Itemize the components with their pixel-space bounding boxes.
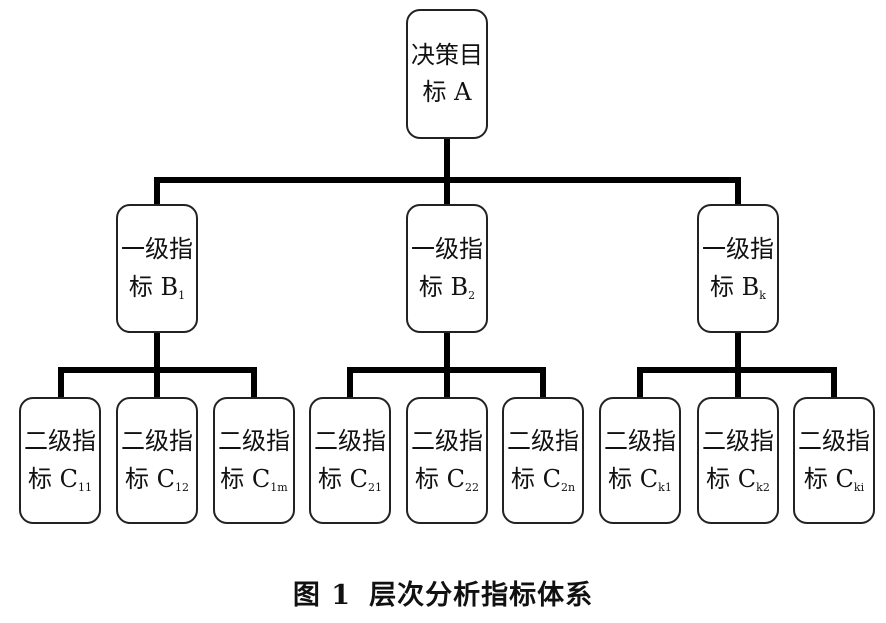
node-c1m-line2: 标 C1m [220, 461, 287, 498]
node-bk-sub: k [759, 288, 766, 302]
node-goal-a: 决策目 标 A [406, 9, 488, 139]
node-ck2: 二级指 标 Ck2 [697, 397, 779, 524]
figure-caption: 图 1 层次分析指标体系 [0, 573, 886, 612]
node-b1-line2: 标 B1 [129, 269, 185, 306]
node-cki-sub: ki [853, 480, 865, 494]
node-c22-line1: 二级指 [411, 427, 483, 456]
node-bk-main: 标 B [710, 272, 760, 301]
node-c11-main: 标 C [28, 464, 78, 493]
node-c11-sub: 11 [78, 480, 92, 494]
node-ck1-main: 标 C [608, 464, 659, 493]
node-ck2-sub: k2 [756, 480, 770, 494]
node-c2n-main: 标 C [510, 464, 561, 493]
node-c12-line2: 标 C12 [125, 461, 189, 498]
node-ck1-sub: k1 [658, 480, 672, 494]
node-c2n: 二级指 标 C2n [502, 397, 584, 524]
node-c11: 二级指 标 C11 [19, 397, 101, 524]
node-c1m-line1: 二级指 [218, 427, 290, 456]
node-ck1-line2: 标 Ck1 [608, 461, 672, 498]
node-ck2-main: 标 C [706, 464, 757, 493]
node-c11-line2: 标 C11 [28, 461, 92, 498]
node-c2n-line2: 标 C2n [511, 461, 575, 498]
node-c21-line1: 二级指 [314, 427, 386, 456]
node-c12-main: 标 C [125, 464, 175, 493]
node-bk-line1: 一级指 [702, 235, 774, 264]
node-b1: 一级指 标 B1 [116, 204, 198, 333]
node-c21-main: 标 C [318, 464, 368, 493]
figure-number: 图 1 [292, 580, 352, 611]
node-bk: 一级指 标 Bk [697, 204, 779, 333]
node-ck2-line2: 标 Ck2 [706, 461, 770, 498]
node-ck1: 二级指 标 Ck1 [599, 397, 681, 524]
node-c21-sub: 21 [368, 480, 382, 494]
node-goal-a-line2: 标 A [422, 78, 472, 106]
node-c22-main: 标 C [415, 464, 465, 493]
node-b2-line1: 一级指 [411, 235, 483, 264]
node-cki: 二级指 标 Cki [793, 397, 875, 524]
node-ck2-line1: 二级指 [702, 427, 774, 456]
node-c1m: 二级指 标 C1m [213, 397, 295, 524]
node-c12: 二级指 标 C12 [116, 397, 198, 524]
node-c2n-sub: 2n [560, 480, 576, 494]
node-c21-line2: 标 C21 [318, 461, 382, 498]
node-b1-line1: 一级指 [121, 235, 193, 264]
node-c12-line1: 二级指 [121, 427, 193, 456]
node-goal-a-line1: 决策目 [411, 40, 483, 69]
node-c2n-line1: 二级指 [507, 427, 579, 456]
node-b2-main: 标 B [418, 272, 469, 301]
node-ck1-line1: 二级指 [604, 427, 676, 456]
figure-title: 层次分析指标体系 [369, 580, 594, 611]
node-c1m-main: 标 C [220, 464, 271, 493]
node-c12-sub: 12 [175, 480, 189, 494]
node-c22-line2: 标 C22 [415, 461, 479, 498]
node-bk-line2: 标 Bk [710, 269, 766, 306]
node-b1-main: 标 B [128, 272, 179, 301]
node-cki-main: 标 C [803, 464, 854, 493]
node-c21: 二级指 标 C21 [309, 397, 391, 524]
node-c22: 二级指 标 C22 [406, 397, 488, 524]
node-cki-line1: 二级指 [798, 427, 870, 456]
node-c22-sub: 22 [465, 480, 479, 494]
node-cki-line2: 标 Cki [804, 461, 864, 498]
node-c11-line1: 二级指 [24, 427, 96, 456]
node-b2-sub: 2 [468, 288, 476, 302]
node-c1m-sub: 1m [270, 480, 288, 494]
node-b2-line2: 标 B2 [419, 269, 475, 306]
node-b2: 一级指 标 B2 [406, 204, 488, 333]
node-b1-sub: 1 [178, 288, 186, 302]
